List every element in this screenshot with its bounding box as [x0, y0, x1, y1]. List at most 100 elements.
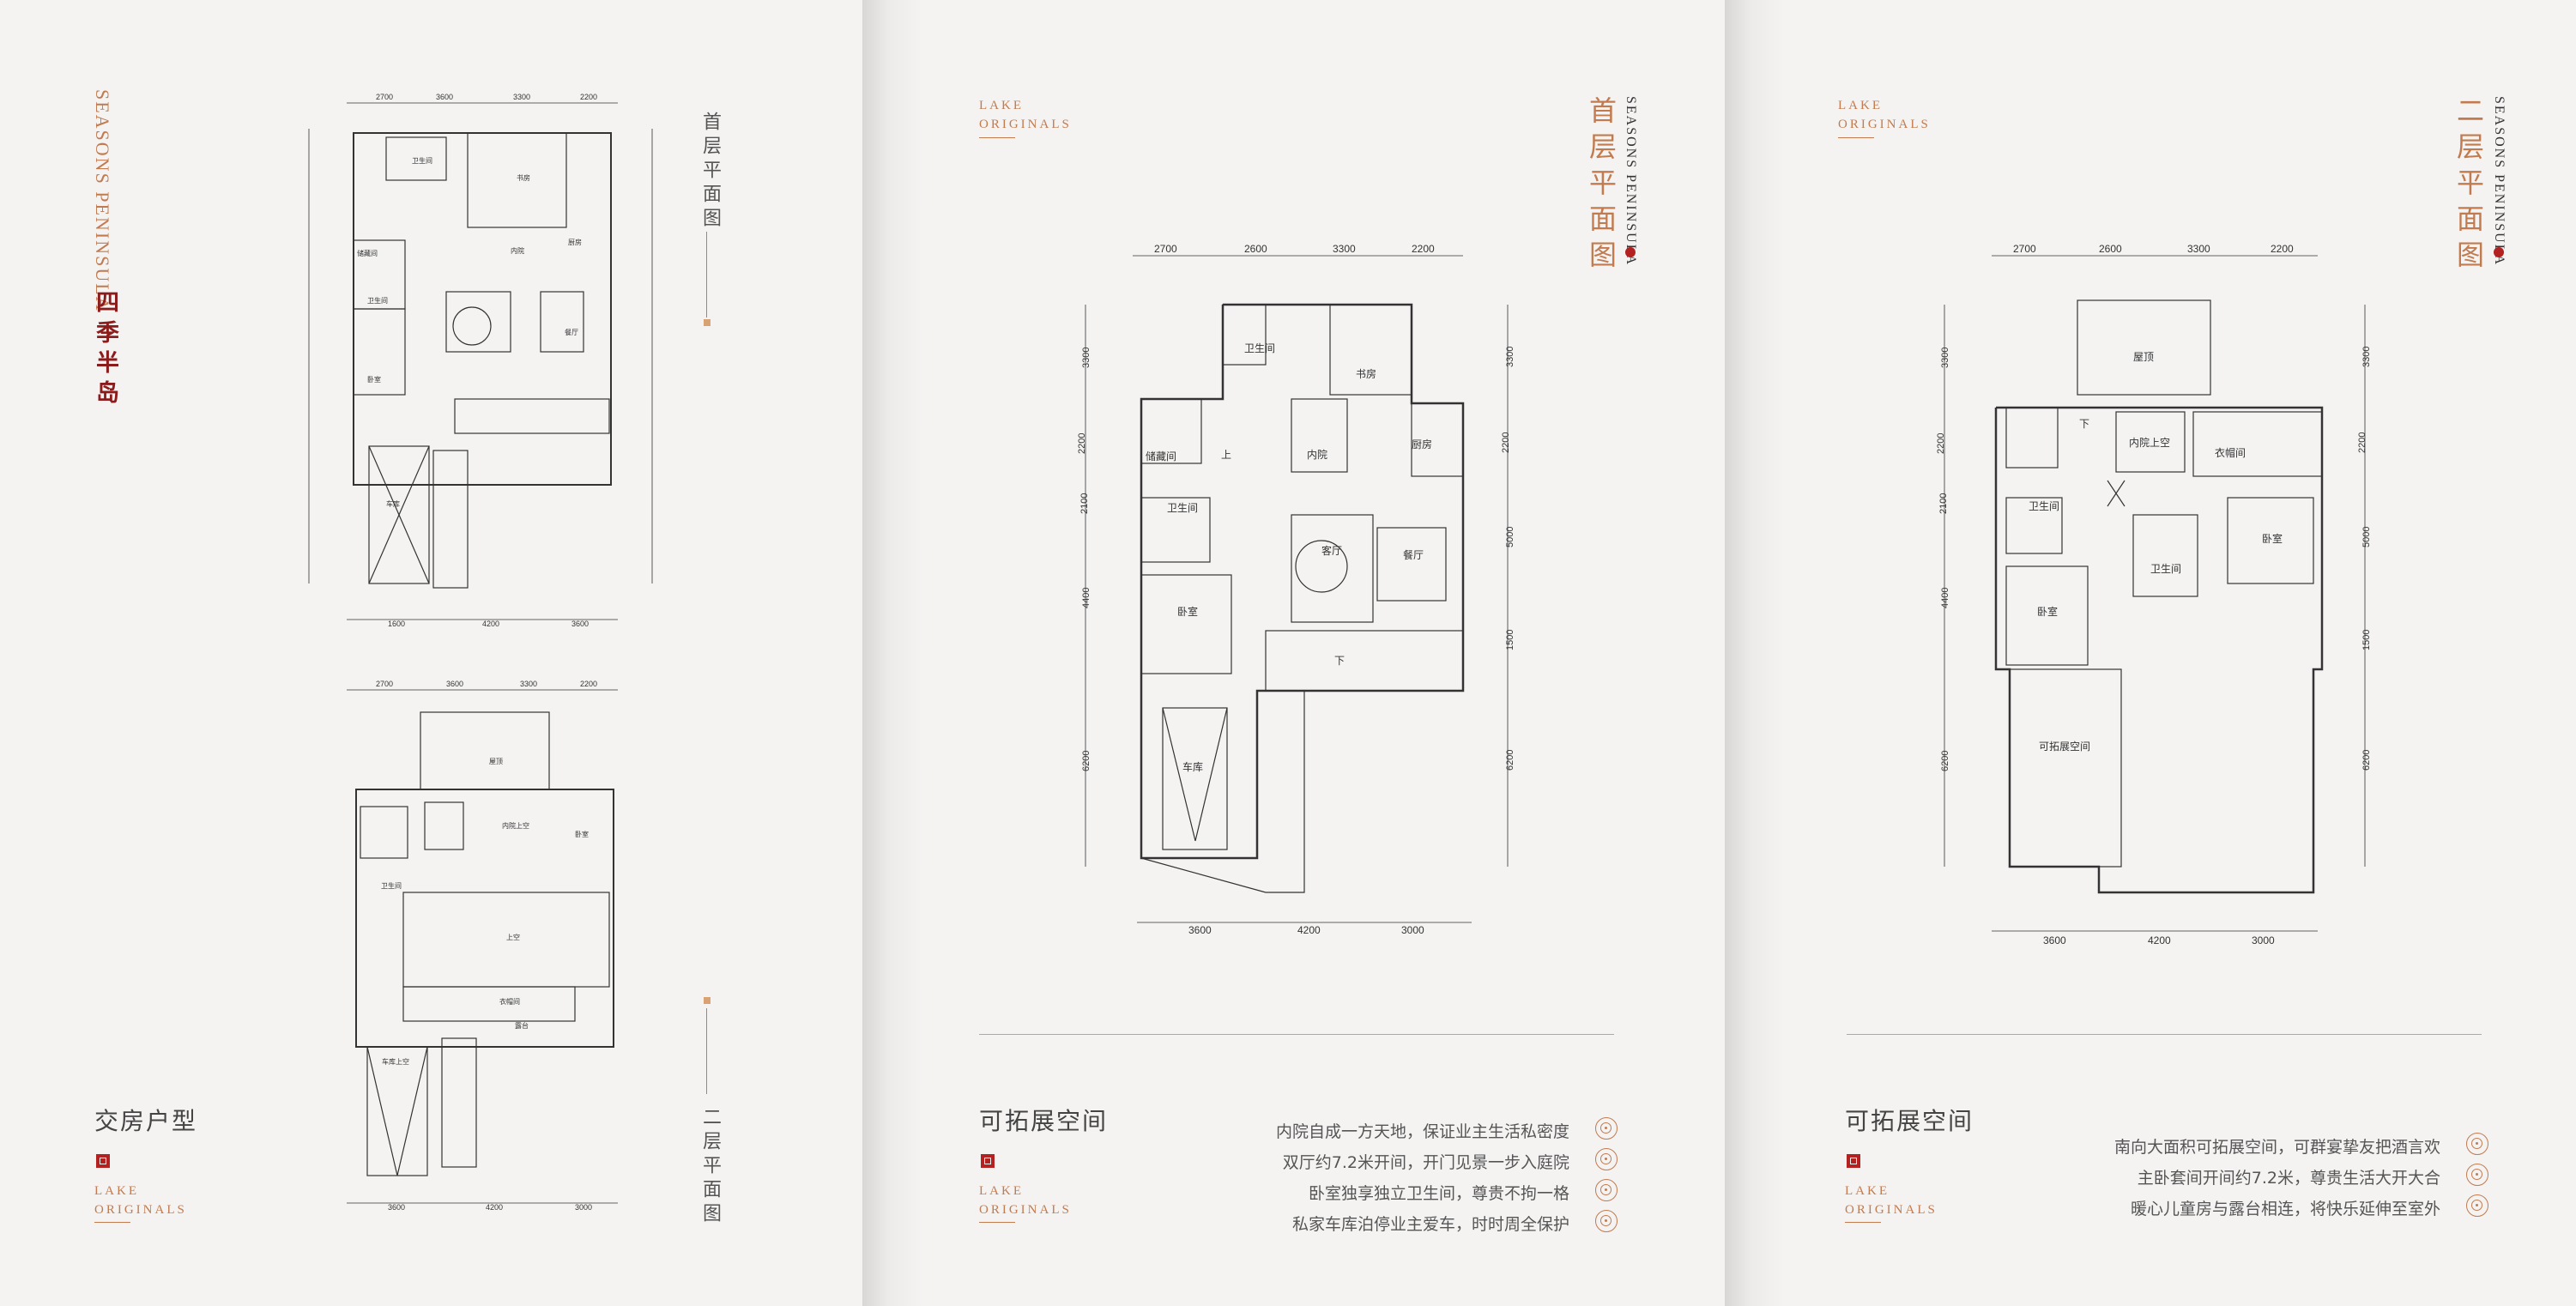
svg-text:3600: 3600	[388, 1203, 405, 1212]
svg-text:4200: 4200	[2148, 934, 2171, 946]
svg-text:可拓展空间: 可拓展空间	[2039, 741, 2090, 753]
svg-text:内院上空: 内院上空	[2129, 437, 2170, 449]
second-floor-plan: 2700 2600 3300 2200 3600 4200 3000 3300 …	[1936, 243, 2372, 946]
svg-text:内院: 内院	[1307, 449, 1327, 461]
svg-text:3000: 3000	[1401, 924, 1424, 936]
svg-text:1500: 1500	[2361, 630, 2372, 650]
list-item: 主卧套间开间约7.2米，尊贵生活大开大合	[1939, 1162, 2488, 1193]
svg-text:卧室: 卧室	[2262, 532, 2283, 545]
svg-text:2100: 2100	[1079, 493, 1090, 514]
svg-text:5000: 5000	[2361, 527, 2372, 547]
svg-text:车库上空: 车库上空	[382, 1057, 409, 1066]
seal-icon	[981, 1154, 995, 1168]
svg-text:1600: 1600	[388, 620, 405, 628]
svg-text:3300: 3300	[1081, 348, 1091, 368]
brochure-page-middle: LAKE ORIGINALS 首层平面图 SEASONS PENINSULA 2…	[862, 0, 1725, 1306]
svg-text:3600: 3600	[1188, 924, 1212, 936]
svg-text:6200: 6200	[1940, 751, 1950, 771]
medallion-icon	[2466, 1164, 2488, 1186]
svg-text:2700: 2700	[2013, 243, 2036, 255]
feature-text: 卧室独享独立卫生间，尊贵不拘一格	[1308, 1184, 1569, 1203]
svg-text:3300: 3300	[1505, 347, 1515, 367]
svg-text:屋顶: 屋顶	[489, 758, 503, 765]
svg-text:2200: 2200	[2271, 243, 2294, 255]
svg-text:屋顶: 屋顶	[2133, 351, 2154, 363]
brand-logo-text: LAKE ORIGINALS	[1838, 99, 1931, 131]
svg-text:餐厅: 餐厅	[1403, 548, 1424, 561]
svg-text:车库: 车库	[1182, 760, 1203, 773]
svg-text:2600: 2600	[1244, 243, 1267, 255]
medallion-icon	[1595, 1117, 1618, 1140]
svg-text:3600: 3600	[436, 93, 453, 101]
svg-text:3600: 3600	[2043, 934, 2066, 946]
divider	[979, 1034, 1614, 1035]
decor-square	[704, 319, 711, 326]
decor-line	[706, 1008, 707, 1094]
svg-text:3300: 3300	[513, 93, 530, 101]
list-item: 南向大面积可拓展空间，可群宴挚友把酒言欢	[1939, 1131, 2488, 1162]
svg-text:卫生间: 卫生间	[412, 156, 432, 165]
brand-rule	[1838, 137, 1874, 138]
seal-icon	[1847, 1154, 1860, 1168]
list-item: 内院自成一方天地，保证业主生活私密度	[1068, 1116, 1618, 1146]
feature-text: 主卧套间开间约7.2米，尊贵生活大开大合	[2137, 1169, 2440, 1188]
svg-text:3300: 3300	[520, 680, 537, 688]
svg-text:4400: 4400	[1081, 588, 1091, 608]
section-title: 可拓展空间	[979, 1107, 1109, 1135]
series-name-en: SEASONS PENINSULA	[2492, 96, 2506, 267]
brochure-page-right: LAKE ORIGINALS 二层平面图 SEASONS PENINSULA 2…	[1725, 0, 2576, 1306]
series-name-en: SEASONS PENINSULA	[92, 89, 113, 312]
svg-text:2100: 2100	[1938, 493, 1949, 514]
brand-logo-text: LAKE ORIGINALS	[1845, 1184, 1938, 1217]
second-floor-plan-small: 2700 3600 3300 2200 3600 4200 3000 屋顶 内院…	[347, 680, 618, 1212]
svg-text:厨房: 厨房	[568, 238, 582, 246]
series-name-cn: 四季半岛	[93, 290, 118, 410]
svg-text:6200: 6200	[2361, 750, 2372, 771]
svg-text:餐厅: 餐厅	[565, 329, 578, 336]
divider	[1847, 1034, 2482, 1035]
svg-text:3000: 3000	[575, 1203, 592, 1212]
svg-text:下: 下	[2079, 418, 2089, 430]
svg-text:2700: 2700	[376, 680, 393, 688]
feature-text: 南向大面积可拓展空间，可群宴挚友把酒言欢	[2113, 1138, 2440, 1157]
feature-list: 南向大面积可拓展空间，可群宴挚友把酒言欢 主卧套间开间约7.2米，尊贵生活大开大…	[1939, 1131, 2488, 1224]
svg-text:露台: 露台	[515, 1021, 529, 1030]
svg-text:卧室: 卧室	[2037, 605, 2058, 618]
svg-text:卫生间: 卫生间	[2150, 563, 2181, 575]
svg-text:3600: 3600	[571, 620, 589, 628]
svg-text:卧室: 卧室	[367, 375, 381, 384]
medallion-icon	[2466, 1194, 2488, 1217]
feature-text: 内院自成一方天地，保证业主生活私密度	[1275, 1122, 1569, 1141]
svg-text:卫生间: 卫生间	[1167, 502, 1198, 514]
ground-floor-plan-small: 2700 3600 3300 2200 1600 4200 3600 卫生间 书…	[308, 93, 653, 628]
svg-text:2600: 2600	[2099, 243, 2122, 255]
svg-text:2700: 2700	[1154, 243, 1177, 255]
section-title: 可拓展空间	[1845, 1107, 1974, 1135]
series-name-en: SEASONS PENINSULA	[1624, 96, 1638, 267]
brochure-page-left: SEASONS PENINSULA 四季半岛 2700 3600 3300 22…	[0, 0, 862, 1306]
brand-rule	[1845, 1222, 1881, 1223]
svg-text:3000: 3000	[2252, 934, 2275, 946]
svg-text:车库: 车库	[386, 499, 400, 508]
decor-square	[704, 997, 711, 1004]
red-dot-icon	[2494, 247, 2504, 257]
svg-text:衣帽间: 衣帽间	[499, 997, 520, 1006]
svg-text:3300: 3300	[1940, 348, 1950, 368]
brand-rule	[979, 1222, 1015, 1223]
svg-text:衣帽间: 衣帽间	[2215, 446, 2246, 459]
svg-text:上空: 上空	[506, 933, 520, 941]
feature-text: 私家车库泊停业主爱车，时时周全保护	[1291, 1215, 1569, 1234]
medallion-icon	[2466, 1133, 2488, 1155]
red-dot-icon	[1625, 247, 1636, 257]
svg-text:6200: 6200	[1081, 751, 1091, 771]
svg-text:书房: 书房	[517, 173, 530, 182]
svg-text:2200: 2200	[580, 680, 597, 688]
svg-text:2200: 2200	[1936, 433, 1946, 454]
svg-text:3300: 3300	[2187, 243, 2210, 255]
svg-text:卧室: 卧室	[575, 830, 589, 838]
svg-text:2200: 2200	[1412, 243, 1435, 255]
svg-text:1500: 1500	[1505, 630, 1515, 650]
list-item: 双厅约7.2米开间，开门见景一步入庭院	[1068, 1146, 1618, 1177]
brand-rule	[94, 1222, 130, 1223]
svg-text:上: 上	[1221, 449, 1231, 461]
